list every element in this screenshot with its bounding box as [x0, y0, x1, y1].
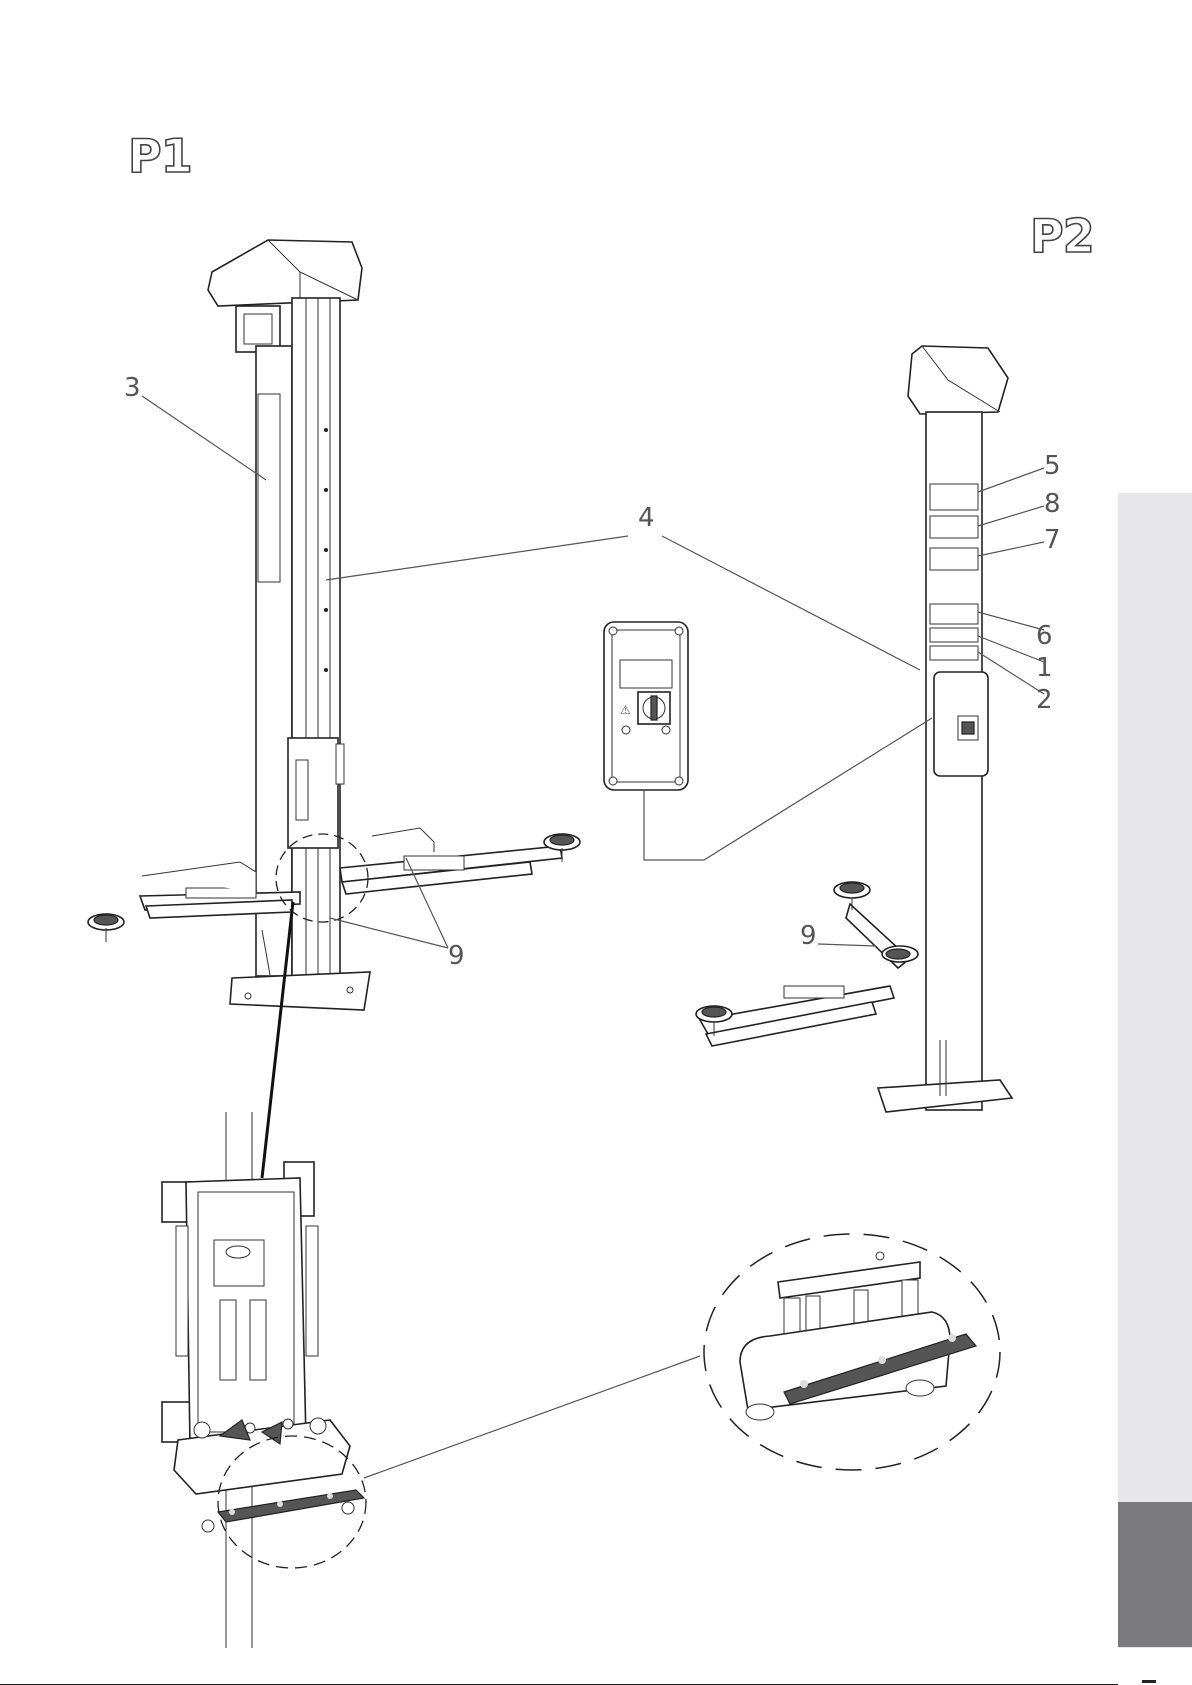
callout-1: 1 — [1036, 653, 1053, 683]
carriage-detail — [162, 1112, 700, 1648]
p2-column — [696, 346, 1012, 1112]
callout-6: 6 — [1036, 621, 1053, 651]
warning-symbol: ⚠ — [620, 703, 631, 717]
control-box-detail: ⚠ — [604, 622, 932, 860]
callout-9-p2: 9 — [800, 921, 817, 951]
callout-8: 8 — [1044, 489, 1061, 519]
callout-7: 7 — [1044, 525, 1061, 555]
callout-9-p1: 9 — [448, 941, 465, 971]
callout-3: 3 — [124, 373, 141, 403]
callout-5: 5 — [1044, 451, 1061, 481]
callout-2: 2 — [1036, 685, 1053, 715]
callout-4: 4 — [638, 503, 655, 533]
view-label-p1: P1 — [128, 129, 192, 183]
view-label-p2: P2 — [1030, 209, 1094, 263]
p1-column — [88, 240, 580, 1178]
safety-bar-zoom-detail — [704, 1234, 1000, 1470]
